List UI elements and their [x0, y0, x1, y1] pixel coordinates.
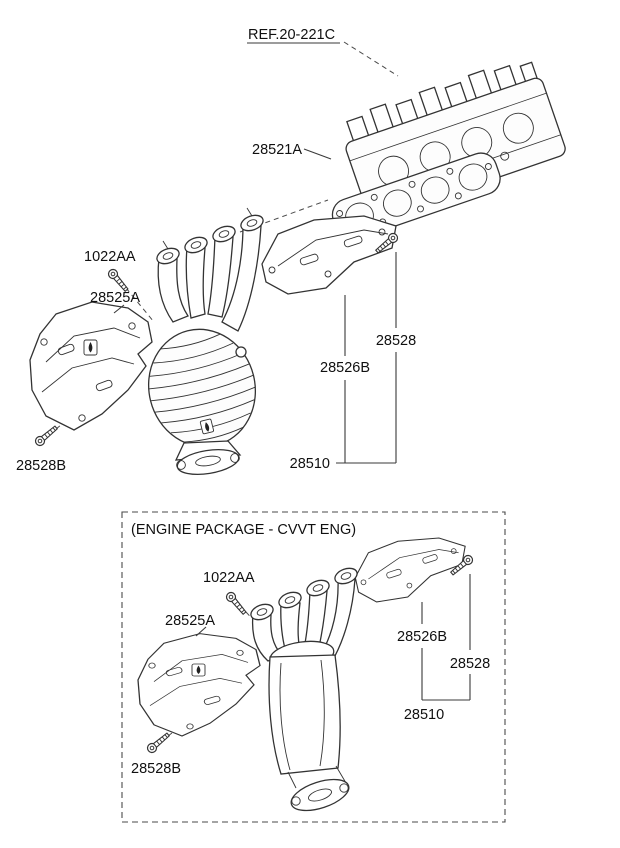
part-label-1022aa: 1022AA — [84, 249, 136, 265]
part-label-28528: 28528 — [376, 333, 416, 349]
cvvt-part-label-28525a: 28525A — [165, 613, 215, 629]
cvvt-part-label-28526b: 28526B — [397, 629, 447, 645]
cvvt-part-label-1022aa: 1022AA — [203, 570, 255, 586]
bolt-28528b-cvvt-icon — [145, 730, 172, 755]
cvvt-package-box — [121, 511, 506, 823]
part-label-28521a: 28521A — [252, 142, 302, 158]
cvvt-part-label-28510: 28510 — [404, 707, 444, 723]
upper-heat-shield-drawing — [261, 215, 397, 295]
upper-heat-shield-cvvt-drawing — [354, 537, 466, 603]
exhaust-manifold-drawing — [147, 207, 264, 476]
ref-link-label[interactable]: REF.20-221C — [248, 27, 335, 43]
part-label-28528b: 28528B — [16, 458, 66, 474]
part-label-28525a: 28525A — [90, 290, 140, 306]
cvvt-box-title: (ENGINE PACKAGE - CVVT ENG) — [131, 522, 356, 538]
leader-lines-cvvt — [195, 574, 471, 701]
part-label-28510: 28510 — [290, 456, 330, 472]
cvvt-part-label-28528: 28528 — [450, 656, 490, 672]
front-heat-shield-cvvt-drawing — [137, 632, 261, 737]
leader-lines-top — [113, 42, 397, 464]
bolt-1022aa-cvvt-icon — [224, 590, 249, 617]
bolt-28528b-icon — [33, 423, 60, 448]
front-heat-shield-drawing — [29, 301, 153, 431]
part-label-28526b: 28526B — [320, 360, 370, 376]
exhaust-manifold-cvvt-drawing — [250, 567, 358, 812]
cvvt-part-label-28528b: 28528B — [131, 761, 181, 777]
